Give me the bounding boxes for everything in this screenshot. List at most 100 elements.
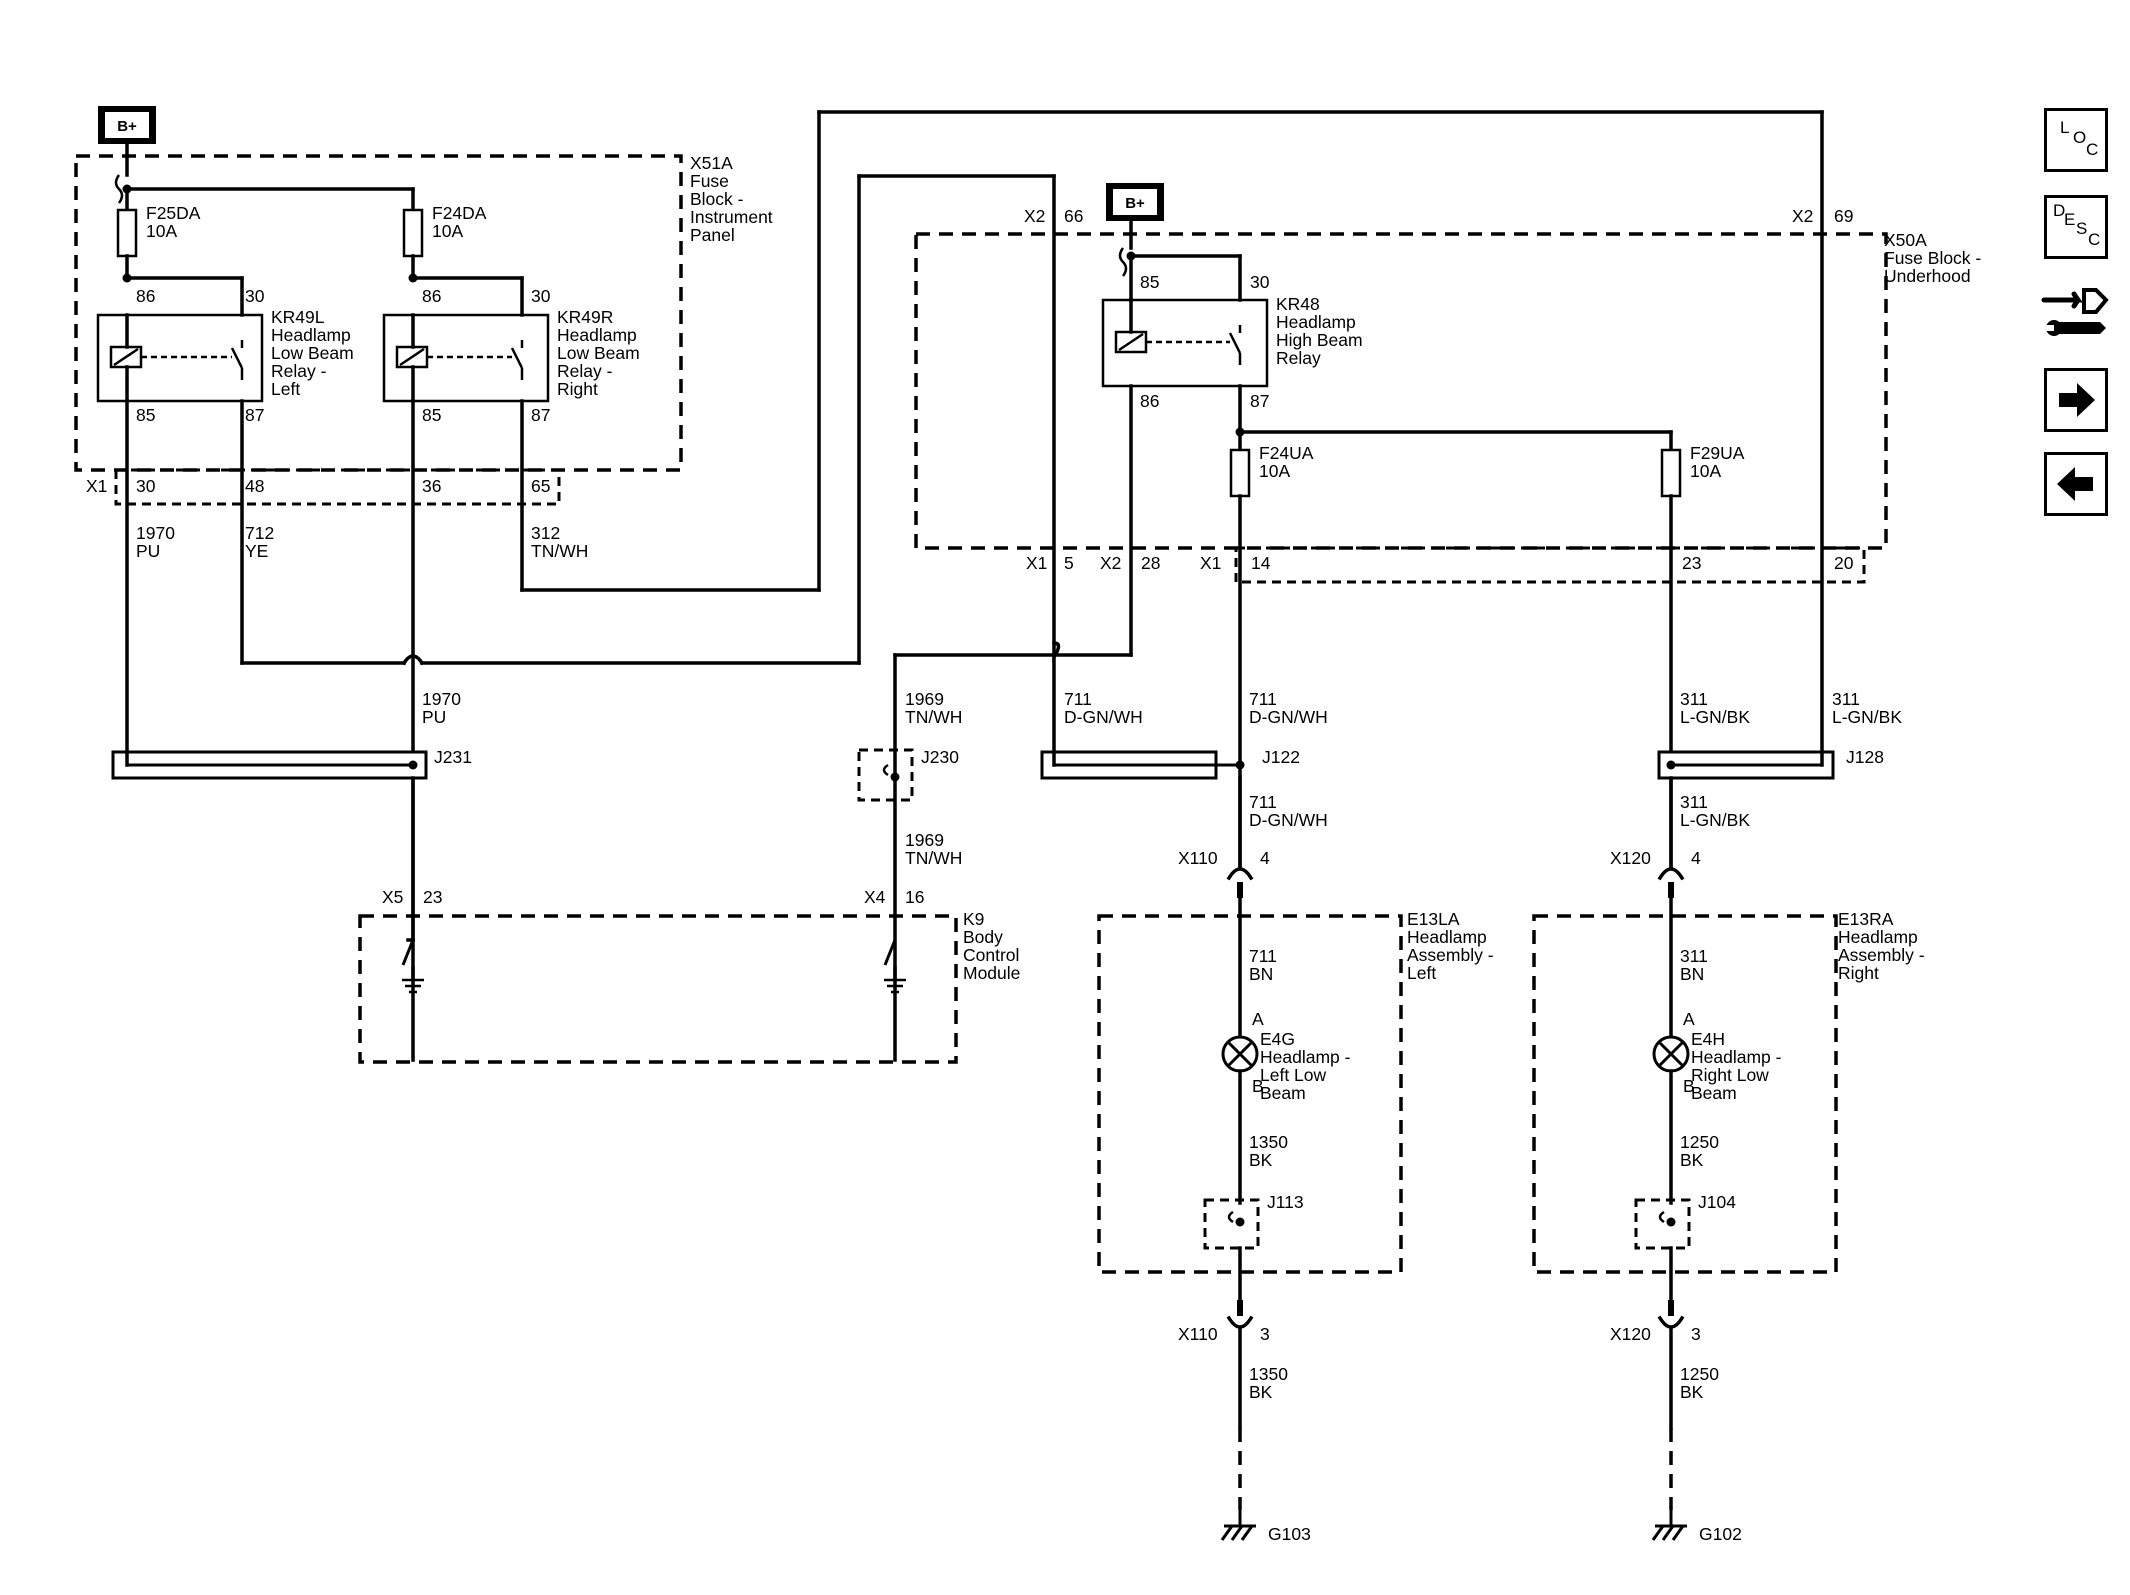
connector-pin: 66 bbox=[1064, 206, 1083, 226]
wire-color: L-GN/BK bbox=[1680, 707, 1750, 727]
connector-pin: 30 bbox=[136, 476, 156, 496]
lamp-desc: Right Low bbox=[1691, 1065, 1769, 1085]
connector-label: X1 bbox=[86, 476, 107, 496]
circuit-number: 1970 bbox=[422, 689, 461, 709]
next-page-button[interactable] bbox=[2044, 368, 2108, 432]
connector-pin: 16 bbox=[905, 887, 924, 907]
splice-j122 bbox=[1040, 750, 1245, 780]
wire-color: D-GN/WH bbox=[1249, 810, 1328, 830]
relay-desc: Relay bbox=[1276, 348, 1321, 368]
circuit-number: 711 bbox=[1064, 689, 1092, 709]
lamp-desc: Beam bbox=[1691, 1083, 1737, 1103]
connector-pin: 4 bbox=[1260, 848, 1270, 868]
connector-pin: 69 bbox=[1834, 206, 1853, 226]
wire-color: PU bbox=[136, 541, 160, 561]
circuit-number: 311 bbox=[1680, 792, 1708, 812]
module-desc: Assembly - bbox=[1838, 945, 1925, 965]
lamp-pin: B bbox=[1683, 1076, 1695, 1096]
wire-color: L-GN/BK bbox=[1680, 810, 1750, 830]
wire-color: TN/WH bbox=[531, 541, 588, 561]
ground-g103 bbox=[1220, 1510, 1256, 1541]
splice-j104 bbox=[1634, 1198, 1691, 1250]
relay-kr49l bbox=[96, 313, 264, 403]
relay-pin: 86 bbox=[136, 286, 155, 306]
circuit-number: 312 bbox=[531, 523, 560, 543]
connector-pin: 23 bbox=[423, 887, 442, 907]
connector-label: X120 bbox=[1610, 848, 1651, 868]
relay-pin: 30 bbox=[531, 286, 551, 306]
relay-pin: 85 bbox=[422, 405, 441, 425]
splice-label: J113 bbox=[1267, 1192, 1304, 1212]
connector-x120-4 bbox=[1657, 867, 1685, 881]
wire-color: BK bbox=[1249, 1382, 1273, 1402]
circuit-number: 711 bbox=[1249, 946, 1277, 966]
connector-label: X120 bbox=[1610, 1324, 1651, 1344]
relay-kr49r bbox=[382, 313, 550, 403]
wire-color: BN bbox=[1249, 964, 1273, 984]
fuse-rating: 10A bbox=[1259, 461, 1290, 481]
connector-label: X110 bbox=[1178, 848, 1218, 868]
circuit-number: 711 bbox=[1249, 689, 1277, 709]
circuit-number: 1969 bbox=[905, 830, 944, 850]
wire-color: YE bbox=[245, 541, 268, 561]
fuse-f24da bbox=[402, 208, 424, 258]
relay-id: KR48 bbox=[1276, 294, 1320, 314]
circuit-number: 1250 bbox=[1680, 1132, 1719, 1152]
fuse-block-ip-id: X51A bbox=[690, 153, 733, 173]
desc-letter: C bbox=[2088, 230, 2101, 249]
locator-button[interactable]: L O C bbox=[2044, 108, 2108, 172]
splice-j113 bbox=[1203, 1198, 1260, 1250]
lamp-pin: A bbox=[1252, 1009, 1264, 1029]
relay-pin: 85 bbox=[136, 405, 155, 425]
relay-kr48 bbox=[1101, 298, 1269, 388]
connector-label: X2 bbox=[1100, 553, 1121, 573]
fuse-block-ip-desc: Fuse bbox=[690, 171, 729, 191]
module-desc: Left bbox=[1407, 963, 1436, 983]
relay-pin: 87 bbox=[531, 405, 550, 425]
connector-label: X2 bbox=[1792, 206, 1813, 226]
circuit-number: 1350 bbox=[1249, 1364, 1288, 1384]
description-button[interactable]: D E S C bbox=[2044, 195, 2108, 259]
wire-color: D-GN/WH bbox=[1064, 707, 1143, 727]
connector-pin: 65 bbox=[531, 476, 550, 496]
desc-letter: E bbox=[2064, 210, 2076, 229]
wire-color: TN/WH bbox=[905, 848, 962, 868]
connector-x110-3 bbox=[1226, 1315, 1254, 1329]
wire-color: TN/WH bbox=[905, 707, 962, 727]
relay-pin: 30 bbox=[1250, 272, 1270, 292]
fuse-name: F29UA bbox=[1690, 443, 1745, 463]
ground-g102 bbox=[1651, 1510, 1687, 1541]
headlamp-assembly-left-outline bbox=[1097, 914, 1403, 1274]
module-desc: Assembly - bbox=[1407, 945, 1494, 965]
battery-source-left: B+ bbox=[98, 106, 156, 144]
circuit-number: 311 bbox=[1832, 689, 1860, 709]
connector-wrench-icon[interactable] bbox=[2040, 278, 2112, 344]
loc-letter: O bbox=[2073, 128, 2087, 147]
connector-pin: 23 bbox=[1682, 553, 1701, 573]
relay-desc: Low Beam bbox=[557, 343, 640, 363]
wire-color: BN bbox=[1680, 964, 1704, 984]
relay-desc: Relay - bbox=[271, 361, 327, 381]
fuse-f29ua bbox=[1660, 448, 1682, 498]
connector-pin: 5 bbox=[1064, 553, 1074, 573]
connector-pin: 36 bbox=[422, 476, 441, 496]
fuse-block-underhood-outline bbox=[914, 232, 1888, 550]
desc-letter: D bbox=[2053, 201, 2066, 220]
connector-label: X1 bbox=[1200, 553, 1221, 573]
module-desc: Right bbox=[1838, 963, 1879, 983]
module-desc: Control bbox=[963, 945, 1019, 965]
lamp-desc: Left Low bbox=[1260, 1065, 1327, 1085]
previous-page-button[interactable] bbox=[2044, 452, 2108, 516]
relay-desc: Right bbox=[557, 379, 598, 399]
loc-letter: L bbox=[2060, 118, 2070, 137]
headlamp-assembly-right-outline bbox=[1532, 914, 1838, 1274]
module-desc: Headlamp bbox=[1838, 927, 1918, 947]
arrow-left-icon bbox=[2057, 467, 2093, 501]
lamp-desc: Headlamp - bbox=[1691, 1047, 1782, 1067]
fuse-rating: 10A bbox=[1690, 461, 1721, 481]
wire-color: L-GN/BK bbox=[1832, 707, 1902, 727]
lamp-pin: B bbox=[1252, 1076, 1264, 1096]
battery-label: B+ bbox=[1125, 195, 1145, 212]
wire-color: BK bbox=[1680, 1150, 1704, 1170]
